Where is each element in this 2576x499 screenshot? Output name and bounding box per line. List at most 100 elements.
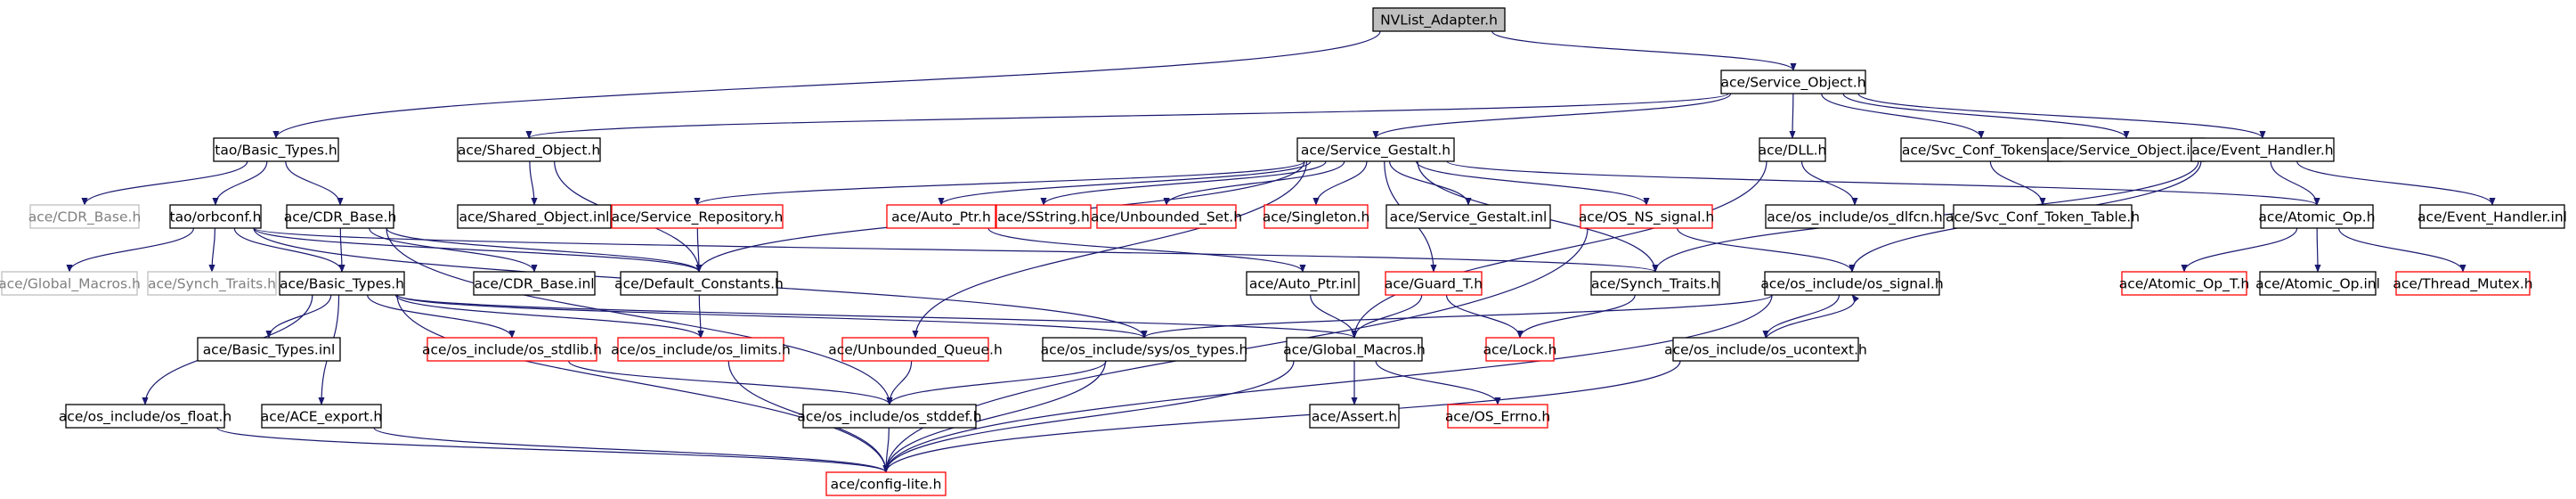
edge-osucontext-to-ossignal [1765,294,1859,339]
node-cdrbaseinl[interactable]: ace/CDR_Base.inl [473,271,596,296]
edge-svcgestalt-to-svcrepo [694,160,1305,206]
node-configlite: ace/config-lite.h [825,471,947,496]
node-sharedobjinl[interactable]: ace/Shared_Object.inl [457,204,612,229]
node-box [65,404,225,429]
node-atomicopt: ace/Atomic_Op_T.h [2119,271,2249,296]
edge-svcobj-to-dll [1789,93,1796,139]
node-svcobjinl[interactable]: ace/Service_Object.inl [2047,137,2206,162]
node-box [169,204,262,229]
node-box [1447,404,1548,429]
node-dlfcn[interactable]: ace/os_include/os_dlfcn.h [1765,204,1945,229]
node-label: ace/os_include/os_float.h [59,409,232,426]
node-evhandler[interactable]: ace/Event_Handler.h [2190,137,2335,162]
edge-osstddef-to-configlite [882,427,890,473]
node-aceexport[interactable]: ace/ACE_export.h [261,404,382,429]
edge-svcobj-to-svcconftok [1821,93,1985,139]
edge-systypes-to-configlite [882,360,1107,473]
node-svcobj[interactable]: ace/Service_Object.h [1720,70,1866,94]
node-box [1296,137,1455,162]
node-globalmacros[interactable]: ace/Global_Macros.h [1283,337,1426,362]
node-basictypesinl[interactable]: ace/Basic_Types.inl [197,337,341,362]
node-svcconftoktable[interactable]: ace/Svc_Conf_Token_Table.h [1946,204,2140,229]
edge-dll-to-dlfcn [1800,160,1858,206]
node-defconst[interactable]: ace/Default_Constants.h [614,271,784,296]
node-label: ace/OS_NS_signal.h [1579,209,1714,226]
node-label: ace/os_include/os_limits.h [611,342,791,359]
node-label: ace/Unbounded_Set.h [1091,209,1242,226]
edge-osstdlib-to-osstddef [568,360,893,405]
node-osstddef[interactable]: ace/os_include/os_stddef.h [797,404,982,429]
edge-svcobj-to-svcobjinl [1842,93,2130,139]
node-label: ace/Shared_Object.h [458,143,600,160]
node-label: ace/Singleton.h [1263,209,1370,225]
edge-atomicop-to-atomicopinl [2314,227,2321,273]
node-unbqueue: ace/Unbounded_Queue.h [828,337,1003,362]
node-box [1672,337,1859,362]
node-synchtraits[interactable]: ace/Synch_Traits.h [1590,271,1720,296]
node-svcgestalt[interactable]: ace/Service_Gestalt.h [1296,137,1455,162]
node-label: ace/config-lite.h [831,477,942,493]
node-box [2190,137,2335,162]
node-box [1765,204,1945,229]
node-box [2395,271,2531,296]
node-label: ace/Assert.h [1312,409,1397,425]
node-box [825,471,947,496]
node-svcconftok[interactable]: ace/Svc_Conf_Tokens.h [1900,137,2062,162]
node-singleton: ace/Singleton.h [1263,204,1370,229]
node-box [1953,204,2133,229]
node-label: ace/Svc_Conf_Token_Table.h [1946,209,2140,226]
edge-defconst-to-oslimits [697,294,704,339]
node-box [2259,271,2377,296]
node-osstdlib: ace/os_include/os_stdlib.h [422,337,602,362]
edge-dll-to-globalmacros [1351,160,1767,339]
edge-svcgestalt-to-svcgestaltinl [1389,160,1472,206]
edge-autoptr-to-autoptrinl [987,227,1306,273]
node-orbconf[interactable]: tao/orbconf.h [169,204,262,229]
edge-basictypes-to-oslimits [394,294,704,339]
node-assert[interactable]: ace/Assert.h [1309,404,1400,429]
edge-svcrepo-to-defconst [695,227,703,273]
node-label: tao/Basic_Types.h [215,143,337,160]
node-label: ace/CDR_Base.h [284,209,397,226]
node-label: ace/Atomic_Op.inl [2255,276,2380,293]
node-systypes[interactable]: ace/os_include/sys/os_types.h [1041,337,1248,362]
node-basictypes[interactable]: ace/Basic_Types.h [279,271,405,296]
node-label: ace/os_include/os_dlfcn.h [1767,209,1942,226]
node-taobasic[interactable]: tao/Basic_Types.h [213,137,339,162]
node-nvlist[interactable]: NVList_Adapter.h [1372,7,1506,32]
node-box [1900,137,2062,162]
node-dll[interactable]: ace/DLL.h [1759,137,1827,162]
edge-nvlist-to-taobasic [272,30,1381,139]
node-label: ace/Service_Object.inl [2050,143,2203,160]
node-box [611,204,784,229]
node-label: ace/Service_Repository.h [612,209,784,226]
node-ossignal[interactable]: ace/os_include/os_signal.h [1760,271,1944,296]
edge-systypes-to-osstddef [886,360,1107,405]
edge-guardt-to-globalmacros [1351,294,1423,339]
node-atomicop[interactable]: ace/Atomic_Op.h [2258,204,2376,229]
node-atomicopinl[interactable]: ace/Atomic_Op.inl [2255,271,2380,296]
node-label: ace/Event_Handler.inl [2418,209,2567,226]
edge-basictypes-to-configlite [396,294,890,473]
node-cdrbase[interactable]: ace/CDR_Base.h [284,204,397,229]
file-nodes: NVList_Adapter.h ace/Service_Object.h tao/… [0,7,2567,496]
edge-orbconf-to-synchtraits [253,227,1659,273]
node-osucontext[interactable]: ace/os_include/os_ucontext.h [1664,337,1867,362]
node-sharedobj[interactable]: ace/Shared_Object.h [457,137,601,162]
node-evhandlerinl[interactable]: ace/Event_Handler.inl [2418,204,2567,229]
edge-synchtraits-to-lock [1516,294,1636,339]
node-svcgestaltinl[interactable]: ace/Service_Gestalt.inl [1386,204,1551,229]
edge-evhandler-to-atomicop [2270,160,2320,206]
node-box [279,271,405,296]
node-box [213,137,339,162]
edge-globalmacros-to-configlite [882,360,1295,473]
node-label: ace/Auto_Ptr.h [891,209,991,226]
node-autoptrinl[interactable]: ace/Auto_Ptr.inl [1246,271,1360,296]
node-osfloat[interactable]: ace/os_include/os_float.h [59,404,232,429]
node-label: ace/Unbounded_Queue.h [828,342,1003,359]
node-label: ace/Basic_Types.inl [203,342,336,359]
edge-svcgestalt-to-singleton [1312,160,1368,206]
edge-orbconf-to-defconst [253,227,703,273]
edge-svcgestalt-to-osnssignal [1416,160,1650,206]
node-globalmacros_nodoc: ace/Global_Macros.h [0,271,141,296]
